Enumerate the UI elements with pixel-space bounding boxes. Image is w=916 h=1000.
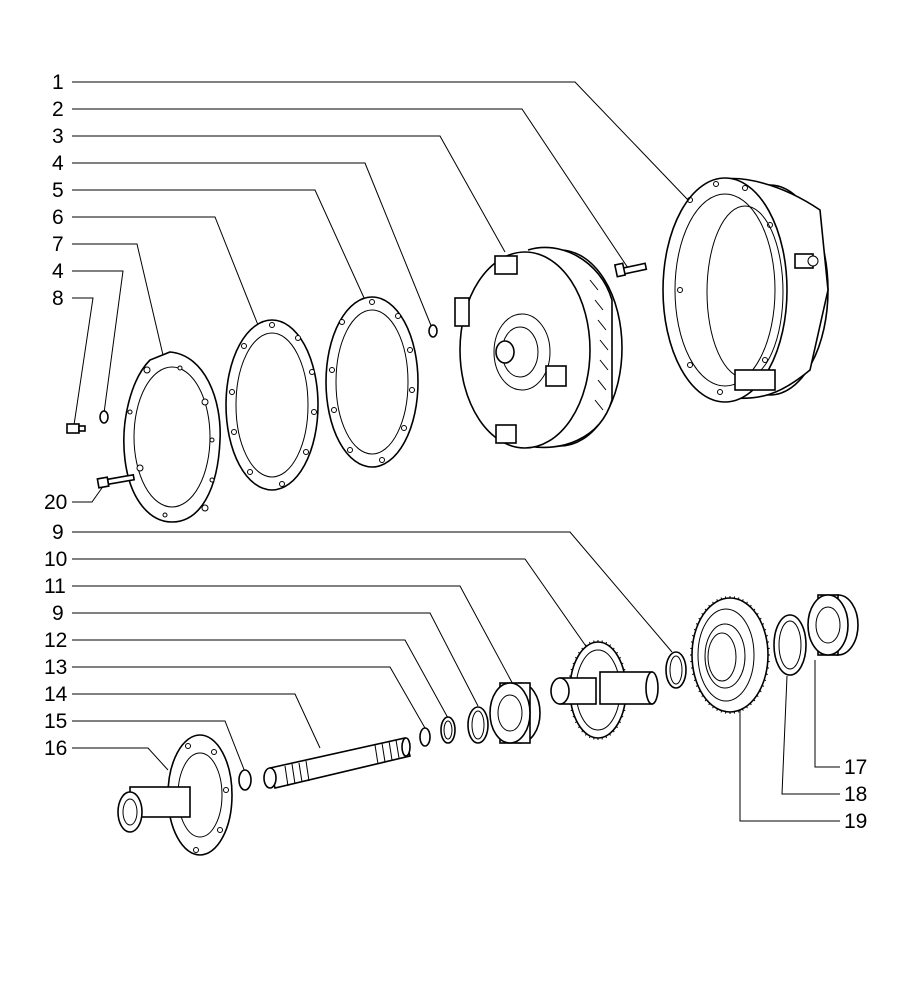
callout-12: 12 [44, 629, 67, 652]
callout-14: 14 [44, 683, 68, 706]
leader-9b [72, 612, 479, 707]
callout-7: 7 [52, 233, 64, 256]
callout-16: 16 [44, 737, 67, 760]
leader-lines [72, 81, 840, 822]
callout-11: 11 [44, 575, 66, 598]
leader-18 [781, 675, 840, 795]
callout-19: 19 [844, 810, 867, 833]
leader-6 [72, 216, 259, 326]
part-bearing-17 [807, 594, 859, 656]
callout-9a: 9 [52, 521, 64, 544]
callout-18: 18 [844, 783, 867, 806]
part-ring-9b [467, 706, 489, 744]
leader-14 [72, 693, 321, 749]
part-ring-9a [665, 651, 687, 689]
part-gear-shaft-10 [550, 640, 659, 740]
callout-10: 10 [44, 548, 67, 571]
leader-10 [72, 558, 591, 653]
part-stator-support-16 [117, 734, 233, 856]
leader-20 [72, 484, 105, 503]
leader-3 [72, 135, 506, 253]
leader-4b [72, 270, 124, 414]
leader-11 [72, 585, 516, 689]
part-gear-19 [690, 596, 770, 714]
callout-2: 2 [52, 98, 64, 121]
leader-2 [72, 108, 629, 269]
callout-15: 15 [44, 710, 67, 733]
part-washer-4b [99, 410, 109, 424]
part-bearing-11 [489, 682, 541, 744]
callout-20: 20 [44, 491, 67, 514]
leader-17 [814, 660, 840, 768]
callout-6: 6 [52, 206, 64, 229]
part-nut-4a [428, 324, 438, 338]
part-ring-15 [238, 769, 252, 791]
part-bolt-2 [613, 262, 648, 278]
leader-7 [72, 243, 164, 356]
part-plate-5 [325, 296, 419, 468]
callout-17: 17 [844, 756, 867, 779]
part-screw-8 [66, 423, 86, 434]
part-shaft-14 [263, 737, 411, 789]
leader-9a [72, 531, 673, 653]
leader-8 [72, 297, 94, 426]
part-torque-converter [454, 246, 623, 449]
part-ring-13 [419, 727, 431, 747]
callout-3: 3 [52, 125, 64, 148]
part-plate-6 [225, 319, 319, 491]
callout-numbers: 1 2 3 4 5 6 7 4 8 20 9 10 11 9 12 13 14 … [44, 71, 867, 833]
callout-4a: 4 [52, 152, 64, 175]
leader-15 [72, 720, 246, 773]
part-housing [662, 177, 829, 403]
callout-8: 8 [52, 287, 64, 310]
callout-13: 13 [44, 656, 67, 679]
part-ring-18 [773, 614, 807, 676]
leader-16 [72, 747, 169, 771]
leader-4a [72, 162, 433, 329]
callout-9b: 9 [52, 602, 64, 625]
leader-13 [72, 666, 426, 729]
part-bolt-20 [96, 473, 136, 489]
callout-4b: 4 [52, 260, 64, 283]
callout-5: 5 [52, 179, 64, 202]
leader-12 [72, 639, 449, 719]
leader-19 [739, 704, 840, 822]
part-ring-12 [440, 716, 456, 744]
callout-1: 1 [52, 71, 64, 94]
leader-5 [72, 189, 366, 301]
leader-1 [72, 81, 689, 201]
part-plate-7 [123, 351, 221, 523]
